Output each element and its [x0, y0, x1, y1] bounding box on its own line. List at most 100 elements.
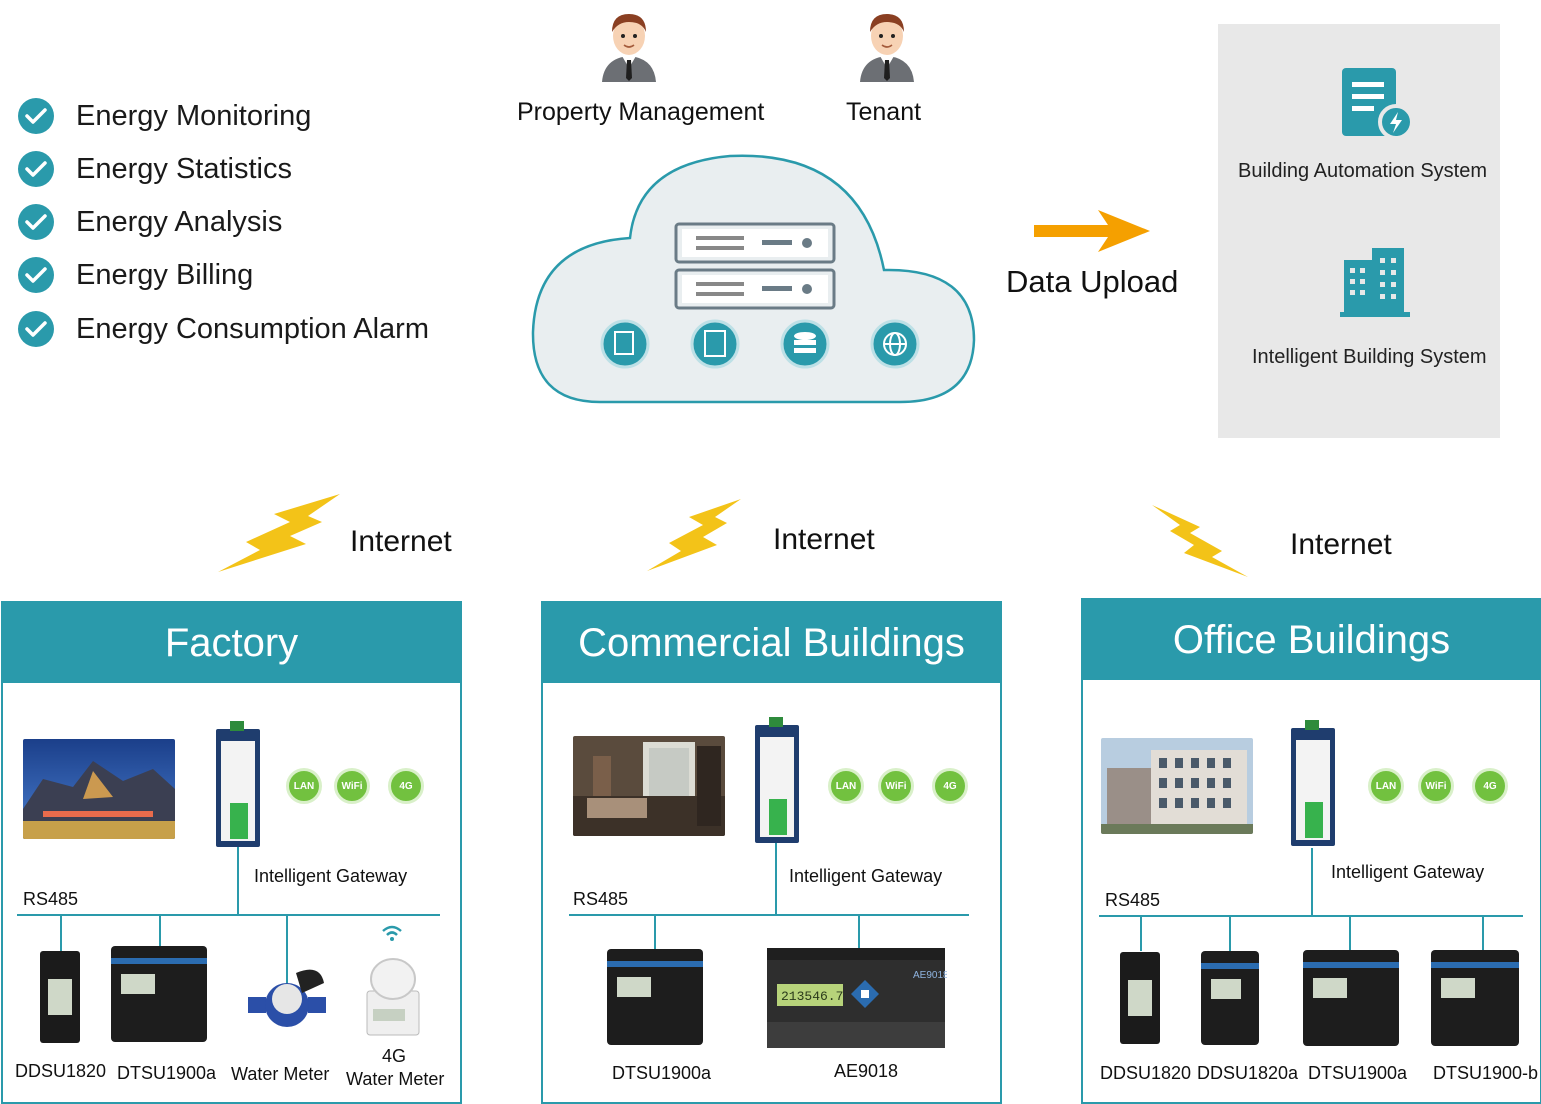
feature-label: Energy Monitoring	[76, 99, 312, 132]
bus-drop	[1482, 917, 1484, 951]
ddsu1820-meter	[40, 951, 80, 1043]
4g-water-meter	[366, 958, 420, 1036]
feature-item: Energy Analysis	[18, 202, 282, 242]
feature-label: Energy Consumption Alarm	[76, 312, 429, 345]
4g-badge-icon: 4G	[388, 768, 424, 804]
role-property-management: Property Management	[517, 98, 765, 126]
gateway-link	[237, 847, 239, 915]
bus-label: RS485	[23, 889, 79, 909]
device-label: AE9018	[834, 1061, 899, 1081]
feature-item: Energy Consumption Alarm	[18, 309, 429, 349]
ae9018-device: AE9018 213546.7	[767, 948, 947, 1048]
lightning-icon	[647, 499, 741, 571]
4g-badge-icon: 4G	[932, 768, 968, 804]
bus-drop	[60, 916, 62, 952]
device-label: DTSU1900a	[1308, 1063, 1408, 1083]
device-label: Water Meter	[231, 1064, 330, 1084]
device-label: DDSU1820	[1100, 1063, 1192, 1083]
bus-drop	[1349, 917, 1351, 951]
internet-label: Internet	[350, 525, 452, 558]
bus-drop	[858, 916, 860, 948]
card-title: Factory	[3, 603, 460, 683]
data-upload-label: Data Upload	[1006, 264, 1179, 299]
feature-label: Energy Analysis	[76, 205, 283, 238]
feature-item: Energy Monitoring	[18, 96, 311, 136]
4g-badge-icon: 4G	[1472, 768, 1508, 804]
check-icon	[18, 151, 54, 187]
gateway-device	[1291, 720, 1335, 846]
bus-label: RS485	[1105, 890, 1161, 910]
gateway-device	[755, 717, 799, 843]
ddsu1820a-meter	[1201, 951, 1259, 1045]
internet-label: Internet	[773, 523, 875, 556]
dtsu1900a-meter	[607, 949, 703, 1045]
bus-drop	[1229, 917, 1231, 951]
dtsu1900a-meter	[111, 946, 207, 1042]
bus-drop	[159, 916, 161, 946]
wifi-badge-icon: WiFi	[334, 768, 370, 804]
feature-item: Energy Statistics	[18, 149, 292, 189]
feature-item: Energy Billing	[18, 255, 253, 295]
gateway-label: Intelligent Gateway	[254, 866, 408, 886]
device-label: DTSU1900a	[612, 1063, 712, 1083]
device-label: DTSU1900-b	[1433, 1063, 1539, 1083]
water-meter	[248, 969, 326, 1027]
feature-label: Energy Billing	[76, 258, 254, 291]
lan-badge-icon: LAN	[828, 768, 864, 804]
dtsu1900a-meter	[1303, 950, 1399, 1046]
card-title: Commercial Buildings	[543, 603, 1000, 683]
wifi-badge-icon: WiFi	[1418, 768, 1454, 804]
person-icon	[602, 14, 656, 82]
gateway-link	[1311, 848, 1313, 917]
bas-label: Building Automation System	[1238, 160, 1488, 182]
cloud-platform	[531, 154, 976, 404]
server-icon	[674, 222, 836, 310]
gateway-link	[775, 843, 777, 915]
automation-document-icon	[1342, 68, 1414, 140]
lan-badge-icon: LAN	[1368, 768, 1404, 804]
check-icon	[18, 98, 54, 134]
card-title: Office Buildings	[1083, 600, 1540, 680]
bus-drop	[1140, 917, 1142, 951]
device-label: Water Meter	[346, 1069, 445, 1089]
device-label: DDSU1820	[15, 1061, 107, 1081]
factory-photo	[23, 739, 175, 839]
office-photo	[1101, 738, 1253, 834]
card-commercial-buildings: Commercial Buildings LAN WiFi 4G Intelli…	[541, 601, 1002, 1104]
device-label: DDSU1820a	[1197, 1063, 1299, 1083]
wifi-badge-icon: WiFi	[878, 768, 914, 804]
ae9018-brand: AE9018	[913, 970, 947, 981]
gateway-device	[216, 721, 260, 847]
bus-drop	[654, 916, 656, 952]
role-tenant: Tenant	[846, 98, 922, 126]
ae9018-lcd-value: 213546.7	[781, 989, 843, 1004]
card-office-buildings: Office Buildings LAN WiFi 4G Intelligent…	[1081, 598, 1541, 1104]
dtsu1900b-meter	[1431, 950, 1519, 1046]
wifi-signal-icon	[382, 925, 402, 941]
person-icon	[860, 14, 914, 82]
rs485-bus	[1099, 915, 1523, 917]
internet-label: Internet	[1290, 528, 1392, 561]
lan-badge-icon: LAN	[286, 768, 322, 804]
systems-panel: Building Automation System Intelligent B…	[1218, 24, 1500, 438]
ibs-label: Intelligent Building System	[1252, 346, 1487, 368]
feature-label: Energy Statistics	[76, 152, 292, 185]
commercial-photo	[573, 736, 725, 836]
lightning-icon	[218, 494, 340, 572]
check-icon	[18, 311, 54, 347]
gateway-label: Intelligent Gateway	[789, 866, 943, 886]
building-icon	[1340, 248, 1410, 317]
rs485-bus	[17, 914, 440, 916]
device-label: 4G	[382, 1046, 407, 1066]
bus-drop	[286, 916, 288, 984]
ddsu1820-meter	[1120, 952, 1160, 1044]
check-icon	[18, 204, 54, 240]
card-factory: Factory LAN WiFi 4G Intelligent Gateway …	[1, 601, 462, 1104]
device-label: DTSU1900a	[117, 1063, 217, 1083]
rs485-bus	[569, 914, 969, 916]
upload-arrow-icon	[1034, 210, 1150, 252]
gateway-label: Intelligent Gateway	[1331, 862, 1485, 882]
lightning-icon	[1152, 505, 1248, 577]
bus-label: RS485	[573, 889, 629, 909]
check-icon	[18, 257, 54, 293]
